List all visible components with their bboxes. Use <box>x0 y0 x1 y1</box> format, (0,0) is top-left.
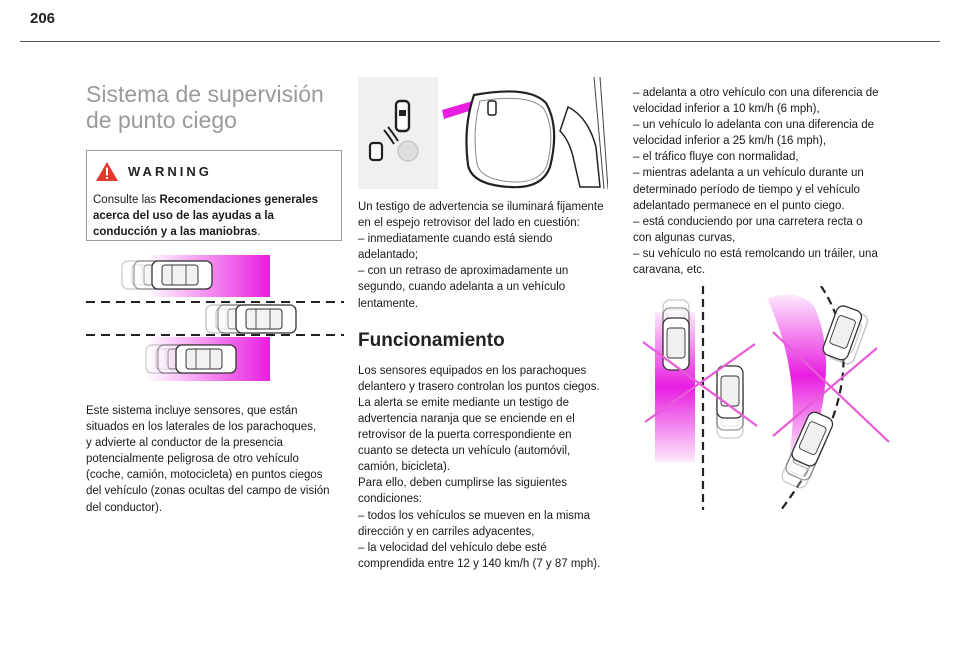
warning-header: WARNING <box>95 161 341 182</box>
column-3: – adelanta a otro vehículo con una difer… <box>633 50 893 511</box>
title-line-2: de punto ciego <box>86 107 237 133</box>
exclusion-cases-figure <box>642 286 890 511</box>
col2-paragraph-2: Los sensores equipados en los parachoque… <box>358 364 601 570</box>
col2-paragraph-1: Un testigo de advertencia se iluminará f… <box>358 201 604 310</box>
warning-text-before: Consulte las <box>93 194 160 206</box>
straight-car-right <box>716 365 744 419</box>
warning-light-inset <box>358 77 438 189</box>
sensor-grid-icon <box>397 140 419 162</box>
col3-paragraph: – adelanta a otro vehículo con una difer… <box>633 87 879 277</box>
straight-car-left <box>662 317 690 371</box>
cross-right-2 <box>772 347 878 437</box>
warning-text-bold: Recomendaciones generales acerca del uso… <box>93 194 318 238</box>
functioning-heading: Funcionamiento <box>358 329 505 351</box>
mirror-warning-figure <box>358 77 608 190</box>
warning-text-after: . <box>257 226 261 238</box>
warning-triangle-icon <box>96 162 118 181</box>
curved-lane-line <box>780 286 845 511</box>
title-line-1: Sistema de supervisión <box>86 81 324 107</box>
warning-box: WARNING Consulte las Recomendaciones gen… <box>86 150 342 241</box>
blind-spot-lanes-figure <box>86 255 344 381</box>
top-rule <box>20 41 940 42</box>
column-2: Un testigo de advertencia se iluminará f… <box>358 50 620 572</box>
page-number: 206 <box>30 10 56 27</box>
warning-text: Consulte las Recomendaciones generales a… <box>93 192 335 240</box>
cross-left-2 <box>644 343 756 424</box>
col1-paragraph: Este sistema incluye sensores, que están… <box>86 405 330 514</box>
section-title: Sistema de supervisión de punto ciego <box>86 81 344 133</box>
warning-title: WARNING <box>128 164 212 179</box>
column-1: Sistema de supervisión de punto ciego WA… <box>86 50 344 516</box>
